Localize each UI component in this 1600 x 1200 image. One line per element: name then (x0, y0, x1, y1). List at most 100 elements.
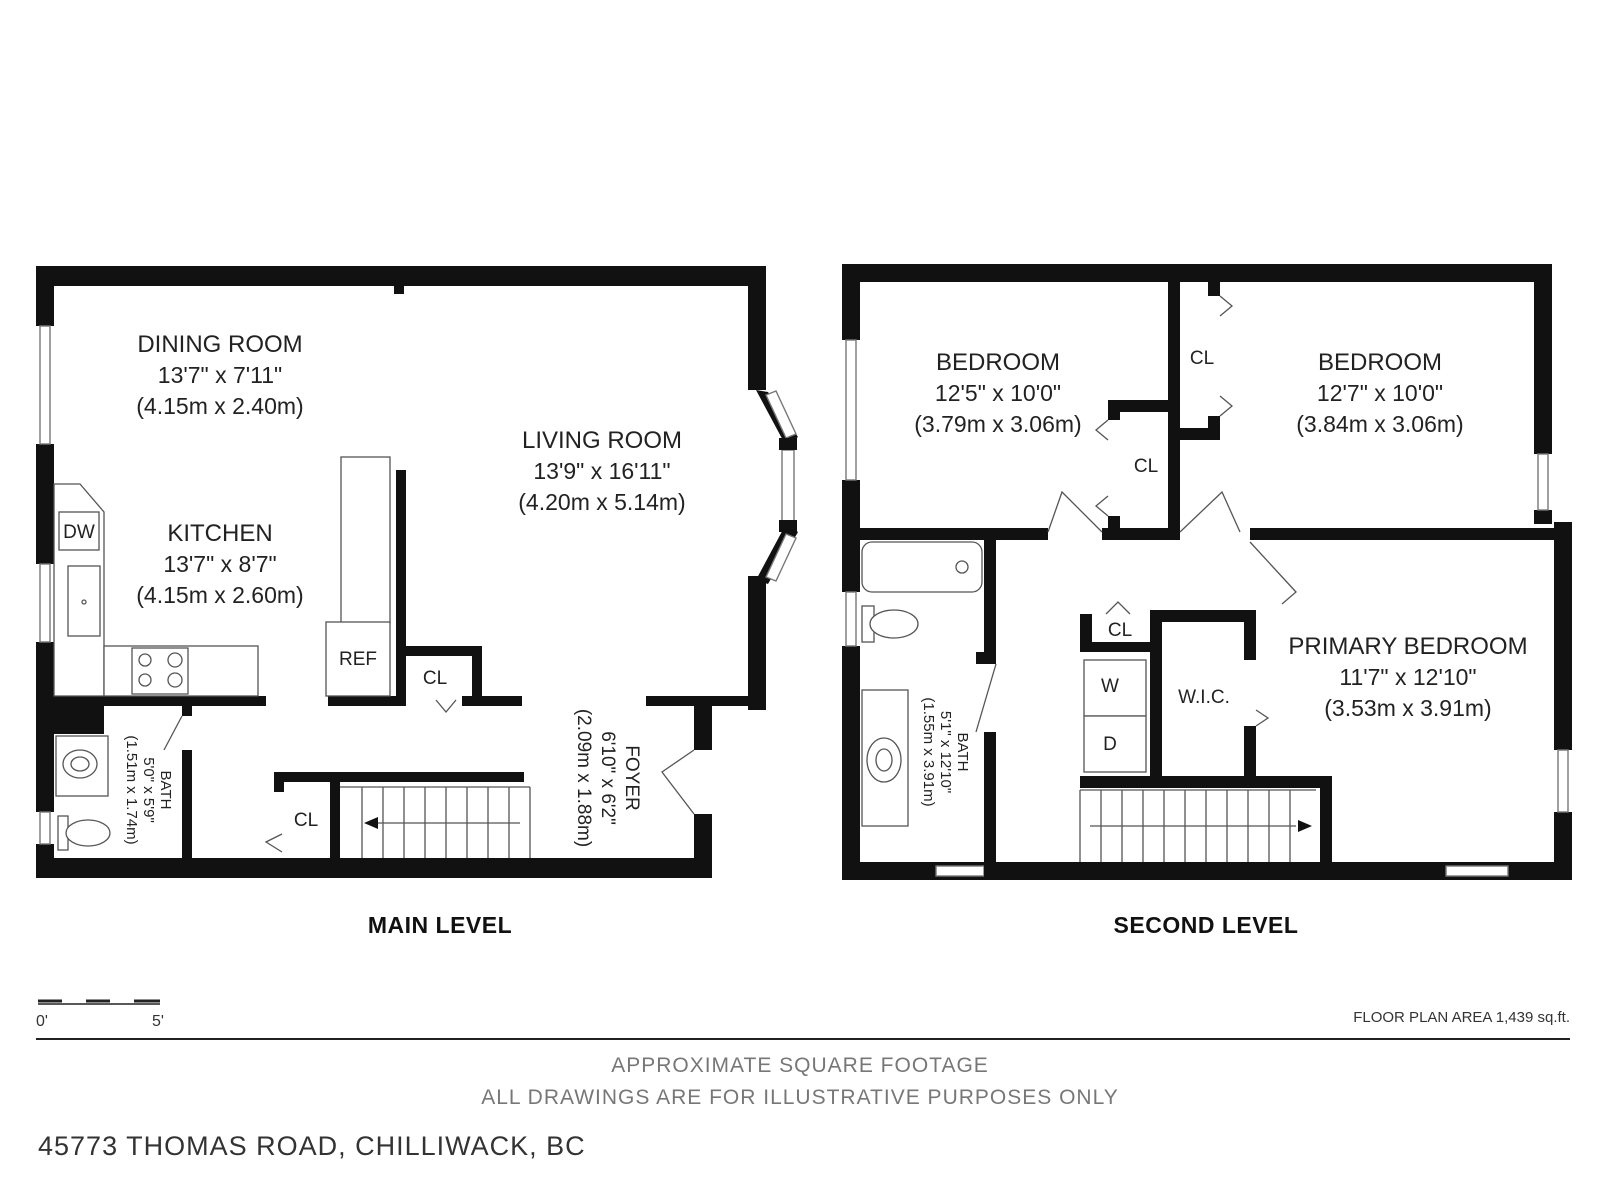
floor-plan-area: FLOOR PLAN AREA 1,439 sq.ft. (1353, 1009, 1570, 1026)
wic-east-wall-lower (1244, 726, 1256, 776)
bath-east-wall (182, 750, 192, 858)
bedroom-2-name: BEDROOM (1318, 349, 1442, 376)
main-bath-name: BATH (157, 771, 174, 810)
note-illustrative: ALL DRAWINGS ARE FOR ILLUSTRATIVE PURPOS… (481, 1086, 1118, 1109)
second-bath-dim-imperial: 5'1" x 12'10" (937, 711, 954, 793)
note-square-footage: APPROXIMATE SQUARE FOOTAGE (611, 1054, 989, 1077)
primary-bedroom-name: PRIMARY BEDROOM (1288, 633, 1527, 660)
primary-east-wall-upper (1554, 522, 1572, 750)
bath-door-2 (975, 663, 997, 733)
foyer-label-group: FOYER 6'10" x 6'2" (2.09m x 1.88m) (573, 709, 642, 847)
second-bath-label-group: BATH 5'1" x 12'10" (1.55m x 3.91m) (920, 697, 971, 806)
bedroom-2-closet-jamb-top (1208, 282, 1220, 296)
second-stairs (1079, 789, 1316, 862)
footer-divider (36, 1038, 1570, 1040)
closet-1-door-arrow (435, 699, 457, 714)
closet-2-door-arrow (264, 833, 283, 853)
wic-north-wall (1150, 610, 1256, 622)
stair-east-wall-2 (1320, 776, 1332, 862)
bath-east-jamb (976, 652, 996, 664)
primary-bedroom-dim-metric: (3.53m x 3.91m) (1324, 695, 1491, 721)
bath-window (39, 811, 51, 845)
burner-4 (167, 672, 183, 688)
main-east-wall-upper (748, 266, 766, 390)
foyer-dim-metric: (2.09m x 1.88m) (573, 709, 594, 847)
property-address: 45773 THOMAS ROAD, CHILLIWACK, BC (38, 1131, 586, 1161)
bedroom-2-dim-imperial: 12'7" x 10'0" (1317, 380, 1443, 406)
bedroom-2-door (1179, 490, 1241, 533)
dryer-label: D (1103, 734, 1117, 755)
dryer (1083, 715, 1147, 773)
bedroom-1-south-wall-east (1102, 528, 1180, 540)
second-level-plan: BEDROOM 12'5" x 10'0" (3.79m x 3.06m) BE… (842, 264, 1572, 938)
bedroom-1-south-wall-west (860, 528, 1048, 540)
main-west-wall-mid (36, 444, 54, 564)
closet-2-label: CL (294, 810, 318, 831)
toilet-bowl-2 (869, 609, 919, 639)
primary-east-wall-lower (1554, 812, 1572, 880)
sink-drain (81, 599, 87, 605)
wic-label: W.I.C. (1178, 687, 1230, 708)
bedroom-1-name: BEDROOM (936, 349, 1060, 376)
bath-south-window (935, 865, 985, 877)
main-west-wall-lower (36, 642, 54, 812)
refrigerator (325, 621, 391, 697)
front-door (661, 749, 695, 815)
refrigerator-label: REF (339, 649, 377, 670)
main-bath-dim-metric: (1.51m x 1.74m) (123, 735, 140, 844)
main-level-title: MAIN LEVEL (368, 912, 512, 938)
closet-label-laundry: CL (1108, 620, 1132, 641)
closet-label-bedroom-2: CL (1190, 348, 1214, 369)
second-bath-dim-metric: (1.55m x 3.91m) (920, 697, 937, 806)
bay-corner-bottom (779, 520, 797, 532)
second-east-wall-stub (1534, 510, 1552, 524)
wic-east-wall-upper (1244, 610, 1256, 660)
washer-label: W (1101, 676, 1119, 697)
primary-north-wall (1250, 528, 1554, 540)
foyer-east-wall-lower (694, 814, 712, 878)
bathtub (861, 541, 983, 593)
kitchen-dim-imperial: 13'7" x 8'7" (163, 551, 276, 577)
bedroom-divider-wall (1168, 264, 1180, 534)
main-stairs (340, 786, 531, 858)
bedroom-2-closet-arrow-bottom (1219, 395, 1234, 417)
scale-end-label: 5' (152, 1013, 164, 1030)
stair-north-wall-2 (1080, 776, 1332, 788)
bath-door (163, 715, 183, 751)
bay-window-lower (765, 533, 797, 582)
primary-bedroom-dim-imperial: 11'7" x 12'10" (1339, 664, 1476, 690)
bedroom-2-closet-arrow-top (1219, 295, 1234, 317)
kitchen-name: KITCHEN (167, 520, 272, 547)
main-level-plan: DINING ROOM 13'7" x 7'11" (4.15m x 2.40m… (36, 266, 798, 938)
dining-room-dim-imperial: 13'7" x 7'11" (158, 362, 282, 388)
bedroom-2-window (1537, 453, 1549, 511)
main-bath-dim-imperial: 5'0" x 5'9" (140, 757, 157, 823)
kitchen-window (39, 563, 51, 643)
main-north-post (394, 286, 404, 294)
second-west-wall-mid (842, 480, 860, 592)
laundry-closet-wall (1080, 614, 1092, 646)
peninsula-wall (396, 470, 406, 706)
stair-north-wall (274, 772, 524, 782)
primary-south-window (1445, 865, 1509, 877)
second-south-wall (842, 862, 1572, 880)
living-room-dim-metric: (4.20m x 5.14m) (518, 489, 685, 515)
burner-1 (138, 653, 152, 667)
closet-jamb-bottom (1108, 516, 1120, 540)
kitchen-dim-metric: (4.15m x 2.60m) (136, 582, 303, 608)
bath-window-2 (845, 591, 857, 647)
sink-bowl-inner (70, 756, 90, 772)
main-north-wall (36, 266, 766, 286)
bedroom-1-closet-arrow-bottom (1094, 495, 1109, 517)
second-east-wall-upper (1534, 264, 1552, 454)
second-level-title: SECOND LEVEL (1114, 912, 1299, 938)
toilet-bowl (65, 819, 111, 847)
bath-east-wall-upper (984, 528, 996, 664)
bedroom-1-dim-metric: (3.79m x 3.06m) (914, 411, 1081, 437)
closet-top-wall-2 (1108, 400, 1168, 412)
closet-top-wall (406, 646, 482, 656)
stair-west-wall (330, 772, 340, 858)
dishwasher (58, 511, 100, 551)
closet-east-wall (472, 646, 482, 706)
